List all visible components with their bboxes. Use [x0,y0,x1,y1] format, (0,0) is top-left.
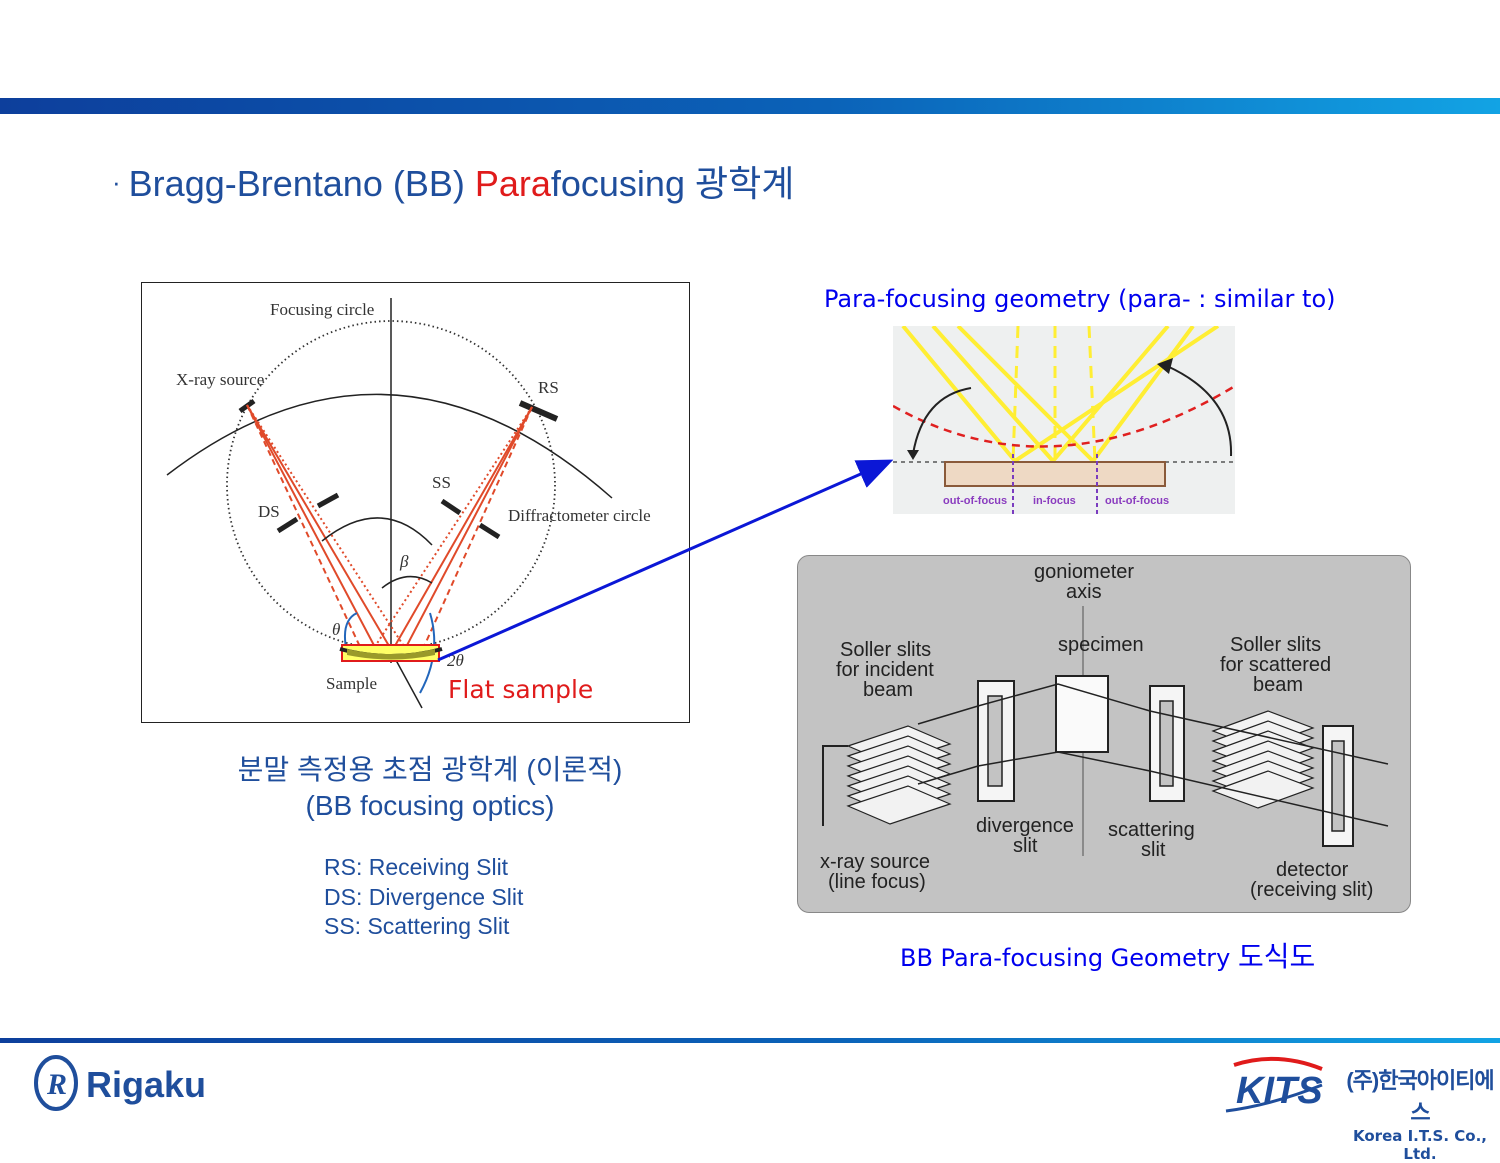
left-arrowhead [907,450,919,460]
label-diffractometer-circle: Diffractometer circle [508,506,651,525]
label-soller-scattered-1: Soller slits [1230,634,1321,656]
label-scattering: scattering [1108,819,1195,841]
title-highlight: Para [475,163,551,204]
bb-geometry-schematic: goniometer axis Soller slits for inciden… [797,555,1411,913]
label-xray-source: x-ray source [820,851,930,873]
svg-text:R: R [46,1068,67,1101]
label-receiving-slit: (receiving slit) [1250,879,1373,901]
title-bullet: · [112,167,121,197]
flat-sample-label: Flat sample [448,675,593,704]
label-two-theta: 2θ [447,651,464,670]
label-rs: RS [538,378,559,397]
label-beta: β [399,552,409,571]
abbreviation-list: RS: Receiving Slit DS: Divergence Slit S… [324,853,523,942]
label-theta: θ [332,620,340,639]
kits-logo-svg: KITS [1222,1055,1332,1115]
kits-name-en: Korea I.T.S. Co., Ltd. [1340,1127,1500,1163]
label-xray-source: X-ray source [176,370,264,389]
kits-wordmark: KITS [1236,1070,1323,1112]
kits-swoosh-red [1234,1059,1322,1069]
label-specimen: specimen [1058,634,1144,656]
parafocusing-svg: out-of-focus in-focus out-of-focus [893,326,1235,514]
red-focusing-arc [893,386,1235,447]
kits-logo: KITS [1222,1055,1332,1115]
rigaku-logo-svg: R Rigaku [34,1054,254,1112]
label-soller-scattered-3: beam [1253,674,1303,696]
beta-arc-lower [382,577,432,588]
specimen-bar [945,462,1165,486]
soller-incident-stack [848,726,950,824]
label-soller-incident-2: for incident [836,659,934,681]
label-ss: SS [432,473,451,492]
left-caption-line2: (BB focusing optics) [150,788,710,824]
bb-geometry-svg: goniometer axis Soller slits for inciden… [798,556,1410,912]
beta-arc [322,518,432,545]
diffractometer-circle [167,394,612,498]
bb-optics-svg: Focusing circle X-ray source RS SS DS Di… [142,283,689,722]
title-part2: focusing 광학계 [551,163,794,204]
ds-slit-lower [278,519,297,531]
ds-slit-upper [318,495,338,506]
left-caption-line1: 분말 측정용 초점 광학계 (이론적) [150,752,710,788]
label-divergence-slit: slit [1013,835,1038,857]
label-axis: axis [1066,581,1102,603]
bb-optics-diagram: Focusing circle X-ray source RS SS DS Di… [141,282,690,723]
label-soller-incident-1: Soller slits [840,639,931,661]
bb-geometry-caption: BB Para-focusing Geometry 도식도 [900,935,1315,975]
abbr-ds: DS: Divergence Slit [324,883,523,913]
label-soller-scattered-2: for scattered [1220,654,1331,676]
title-part1: Bragg-Brentano (BB) [129,163,475,204]
incident-beams [247,405,407,651]
label-in-focus: in-focus [1033,495,1076,507]
slide-title: · Bragg-Brentano (BB) Parafocusing 광학계 [112,155,794,207]
xray-source-box [823,746,848,826]
label-divergence: divergence [976,815,1074,837]
parafocusing-diagram: out-of-focus in-focus out-of-focus [893,326,1235,514]
divergence-slit-gap [988,696,1002,786]
bb-geometry-caption-en: BB Para-focusing Geometry [900,944,1238,972]
right-rotation-arrow [1167,366,1231,456]
left-caption: 분말 측정용 초점 광학계 (이론적) (BB focusing optics) [150,752,710,824]
kits-company-name: (주)한국아이티에스 Korea I.T.S. Co., Ltd. [1340,1063,1500,1163]
label-ds: DS [258,502,280,521]
bb-geometry-caption-kr: 도식도 [1238,940,1315,973]
rigaku-logo: R Rigaku [34,1054,254,1112]
label-line-focus: (line focus) [828,871,926,893]
kits-name-kr: (주)한국아이티에스 [1340,1063,1500,1127]
label-focusing-circle: Focusing circle [270,300,374,319]
header-bar [0,98,1500,114]
label-out-of-focus-left: out-of-focus [943,495,1007,507]
label-scattering-slit: slit [1141,839,1166,861]
abbr-ss: SS: Scattering Slit [324,912,523,942]
ss-slit-lower [480,525,499,537]
label-goniometer: goniometer [1034,561,1134,583]
rigaku-wordmark: Rigaku [86,1064,206,1105]
abbr-rs: RS: Receiving Slit [324,853,523,883]
parafocusing-title: Para-focusing geometry (para- : similar … [824,285,1336,313]
diffracted-beams [372,407,532,651]
ss-slit-upper [442,501,460,513]
specimen-block [1056,676,1108,752]
label-out-of-focus-right: out-of-focus [1105,495,1169,507]
footer-bar [0,1038,1500,1043]
label-sample: Sample [326,674,377,693]
label-soller-incident-3: beam [863,679,913,701]
soller-scattered-stack [1213,711,1313,808]
yellow-beams [903,326,1218,461]
label-detector: detector [1276,859,1349,881]
